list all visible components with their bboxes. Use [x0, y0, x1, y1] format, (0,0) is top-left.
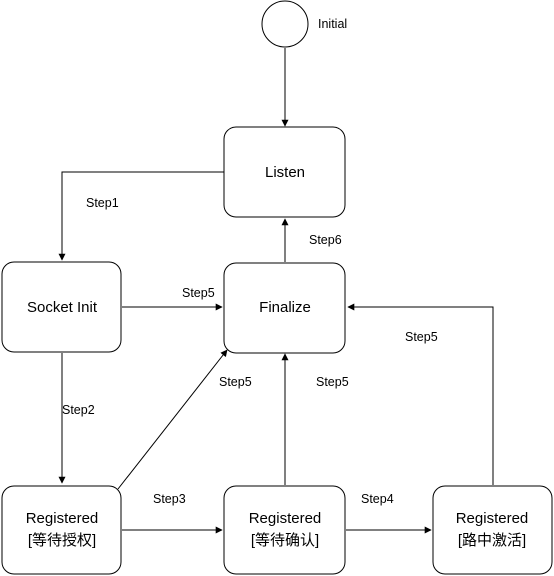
state-socket-init: Socket Init — [1, 261, 122, 353]
label-step5-confirm: Step5 — [316, 375, 349, 389]
state-registered-active: Registered [路中激活] — [432, 485, 553, 575]
state-registered-confirm-line2: [等待确认] — [251, 531, 319, 549]
label-step3: Step3 — [153, 492, 186, 506]
state-registered-active-line1: Registered — [456, 510, 529, 527]
state-registered-confirm: Registered [等待确认] — [223, 485, 346, 575]
label-step2: Step2 — [62, 403, 95, 417]
edge-listen-to-socket-init — [58, 171, 224, 261]
state-listen-label: Listen — [265, 164, 305, 181]
state-listen: Listen — [223, 126, 346, 218]
label-step1: Step1 — [86, 196, 119, 210]
label-step6: Step6 — [309, 233, 342, 247]
initial-label: Initial — [318, 17, 347, 31]
state-socket-init-label: Socket Init — [27, 299, 98, 316]
state-finalize-label: Finalize — [259, 299, 311, 316]
state-registered-confirm-line1: Registered — [249, 510, 322, 527]
label-step4: Step4 — [361, 492, 394, 506]
state-registered-active-line2: [路中激活] — [458, 532, 526, 549]
label-step5-auth: Step5 — [219, 375, 252, 389]
state-registered-auth-line2: [等待授权] — [28, 531, 96, 549]
state-registered-auth: Registered [等待授权] — [1, 485, 122, 575]
edge-registered-active-to-finalize — [347, 303, 494, 485]
label-step5-active: Step5 — [405, 330, 438, 344]
edge-registered-auth-to-finalize — [117, 349, 228, 490]
state-finalize: Finalize — [223, 262, 346, 354]
state-registered-auth-line1: Registered — [26, 510, 99, 527]
initial-state-circle — [261, 0, 309, 48]
label-step5-socket: Step5 — [182, 286, 215, 300]
